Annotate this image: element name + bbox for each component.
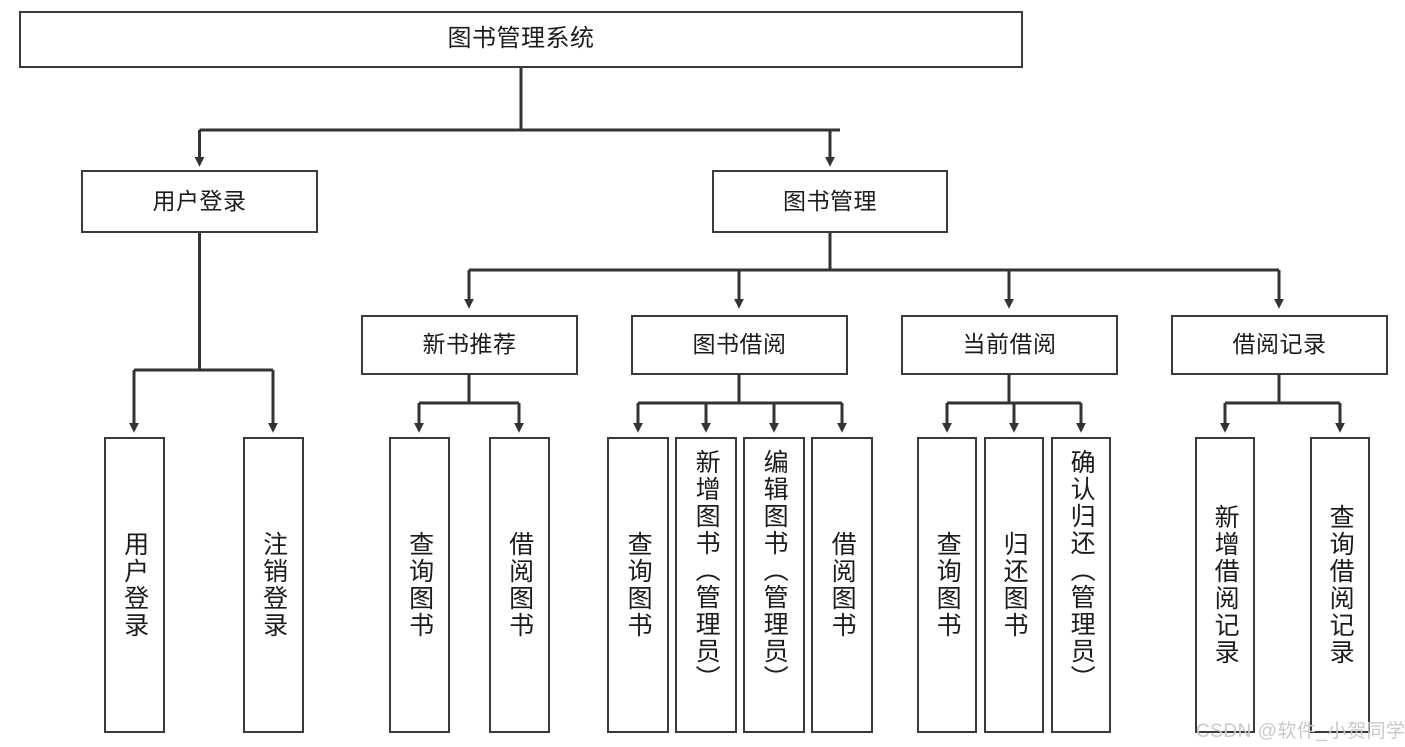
node-book-management[interactable]: 图书管理: [712, 170, 948, 233]
leaf-logout-label: 注销登录: [259, 531, 288, 639]
node-root[interactable]: 图书管理系统: [19, 11, 1023, 68]
leaf-borrow-book-recommend-label: 借阅图书: [505, 531, 534, 639]
leaf-query-book-borrow[interactable]: 查询图书: [607, 437, 669, 733]
node-user-login[interactable]: 用户登录: [81, 170, 318, 233]
node-borrow-record[interactable]: 借阅记录: [1171, 315, 1388, 375]
leaf-query-book-recommend[interactable]: 查询图书: [389, 437, 450, 733]
leaf-logout[interactable]: 注销登录: [243, 437, 304, 733]
leaf-add-book-admin-label: 新增图书（管理员）: [692, 449, 721, 692]
leaf-borrow-book[interactable]: 借阅图书: [811, 437, 873, 733]
leaf-user-login-label: 用户登录: [120, 531, 149, 639]
leaf-query-book-borrow-label: 查询图书: [624, 531, 653, 639]
leaf-add-book-admin[interactable]: 新增图书（管理员）: [675, 437, 737, 733]
node-root-label: 图书管理系统: [447, 25, 595, 53]
node-new-book-recommend-label: 新书推荐: [422, 331, 517, 358]
leaf-return-book-label: 归还图书: [1000, 531, 1029, 639]
node-current-borrow[interactable]: 当前借阅: [901, 315, 1118, 375]
leaf-query-borrow-record[interactable]: 查询借阅记录: [1310, 437, 1370, 733]
leaf-borrow-book-label: 借阅图书: [828, 531, 857, 639]
node-book-borrow-label: 图书借阅: [692, 331, 787, 358]
leaf-confirm-return-admin[interactable]: 确认归还（管理员）: [1051, 437, 1111, 733]
node-current-borrow-label: 当前借阅: [962, 331, 1057, 358]
leaf-edit-book-admin-label: 编辑图书（管理员）: [760, 449, 789, 692]
node-borrow-record-label: 借阅记录: [1232, 331, 1327, 358]
leaf-user-login[interactable]: 用户登录: [104, 437, 165, 733]
node-user-login-label: 用户登录: [152, 187, 247, 214]
leaf-query-book-current[interactable]: 查询图书: [917, 437, 977, 733]
leaf-confirm-return-admin-label: 确认归还（管理员）: [1067, 449, 1096, 692]
leaf-query-book-current-label: 查询图书: [933, 531, 962, 639]
leaf-return-book[interactable]: 归还图书: [984, 437, 1044, 733]
leaf-query-borrow-record-label: 查询借阅记录: [1326, 504, 1355, 666]
leaf-add-borrow-record[interactable]: 新增借阅记录: [1195, 437, 1255, 733]
leaf-borrow-book-recommend[interactable]: 借阅图书: [489, 437, 550, 733]
node-new-book-recommend[interactable]: 新书推荐: [361, 315, 578, 375]
node-book-management-label: 图书管理: [783, 187, 877, 214]
node-book-borrow[interactable]: 图书借阅: [631, 315, 848, 375]
leaf-edit-book-admin[interactable]: 编辑图书（管理员）: [743, 437, 805, 733]
leaf-query-book-recommend-label: 查询图书: [405, 531, 434, 639]
leaf-add-borrow-record-label: 新增借阅记录: [1211, 504, 1240, 666]
